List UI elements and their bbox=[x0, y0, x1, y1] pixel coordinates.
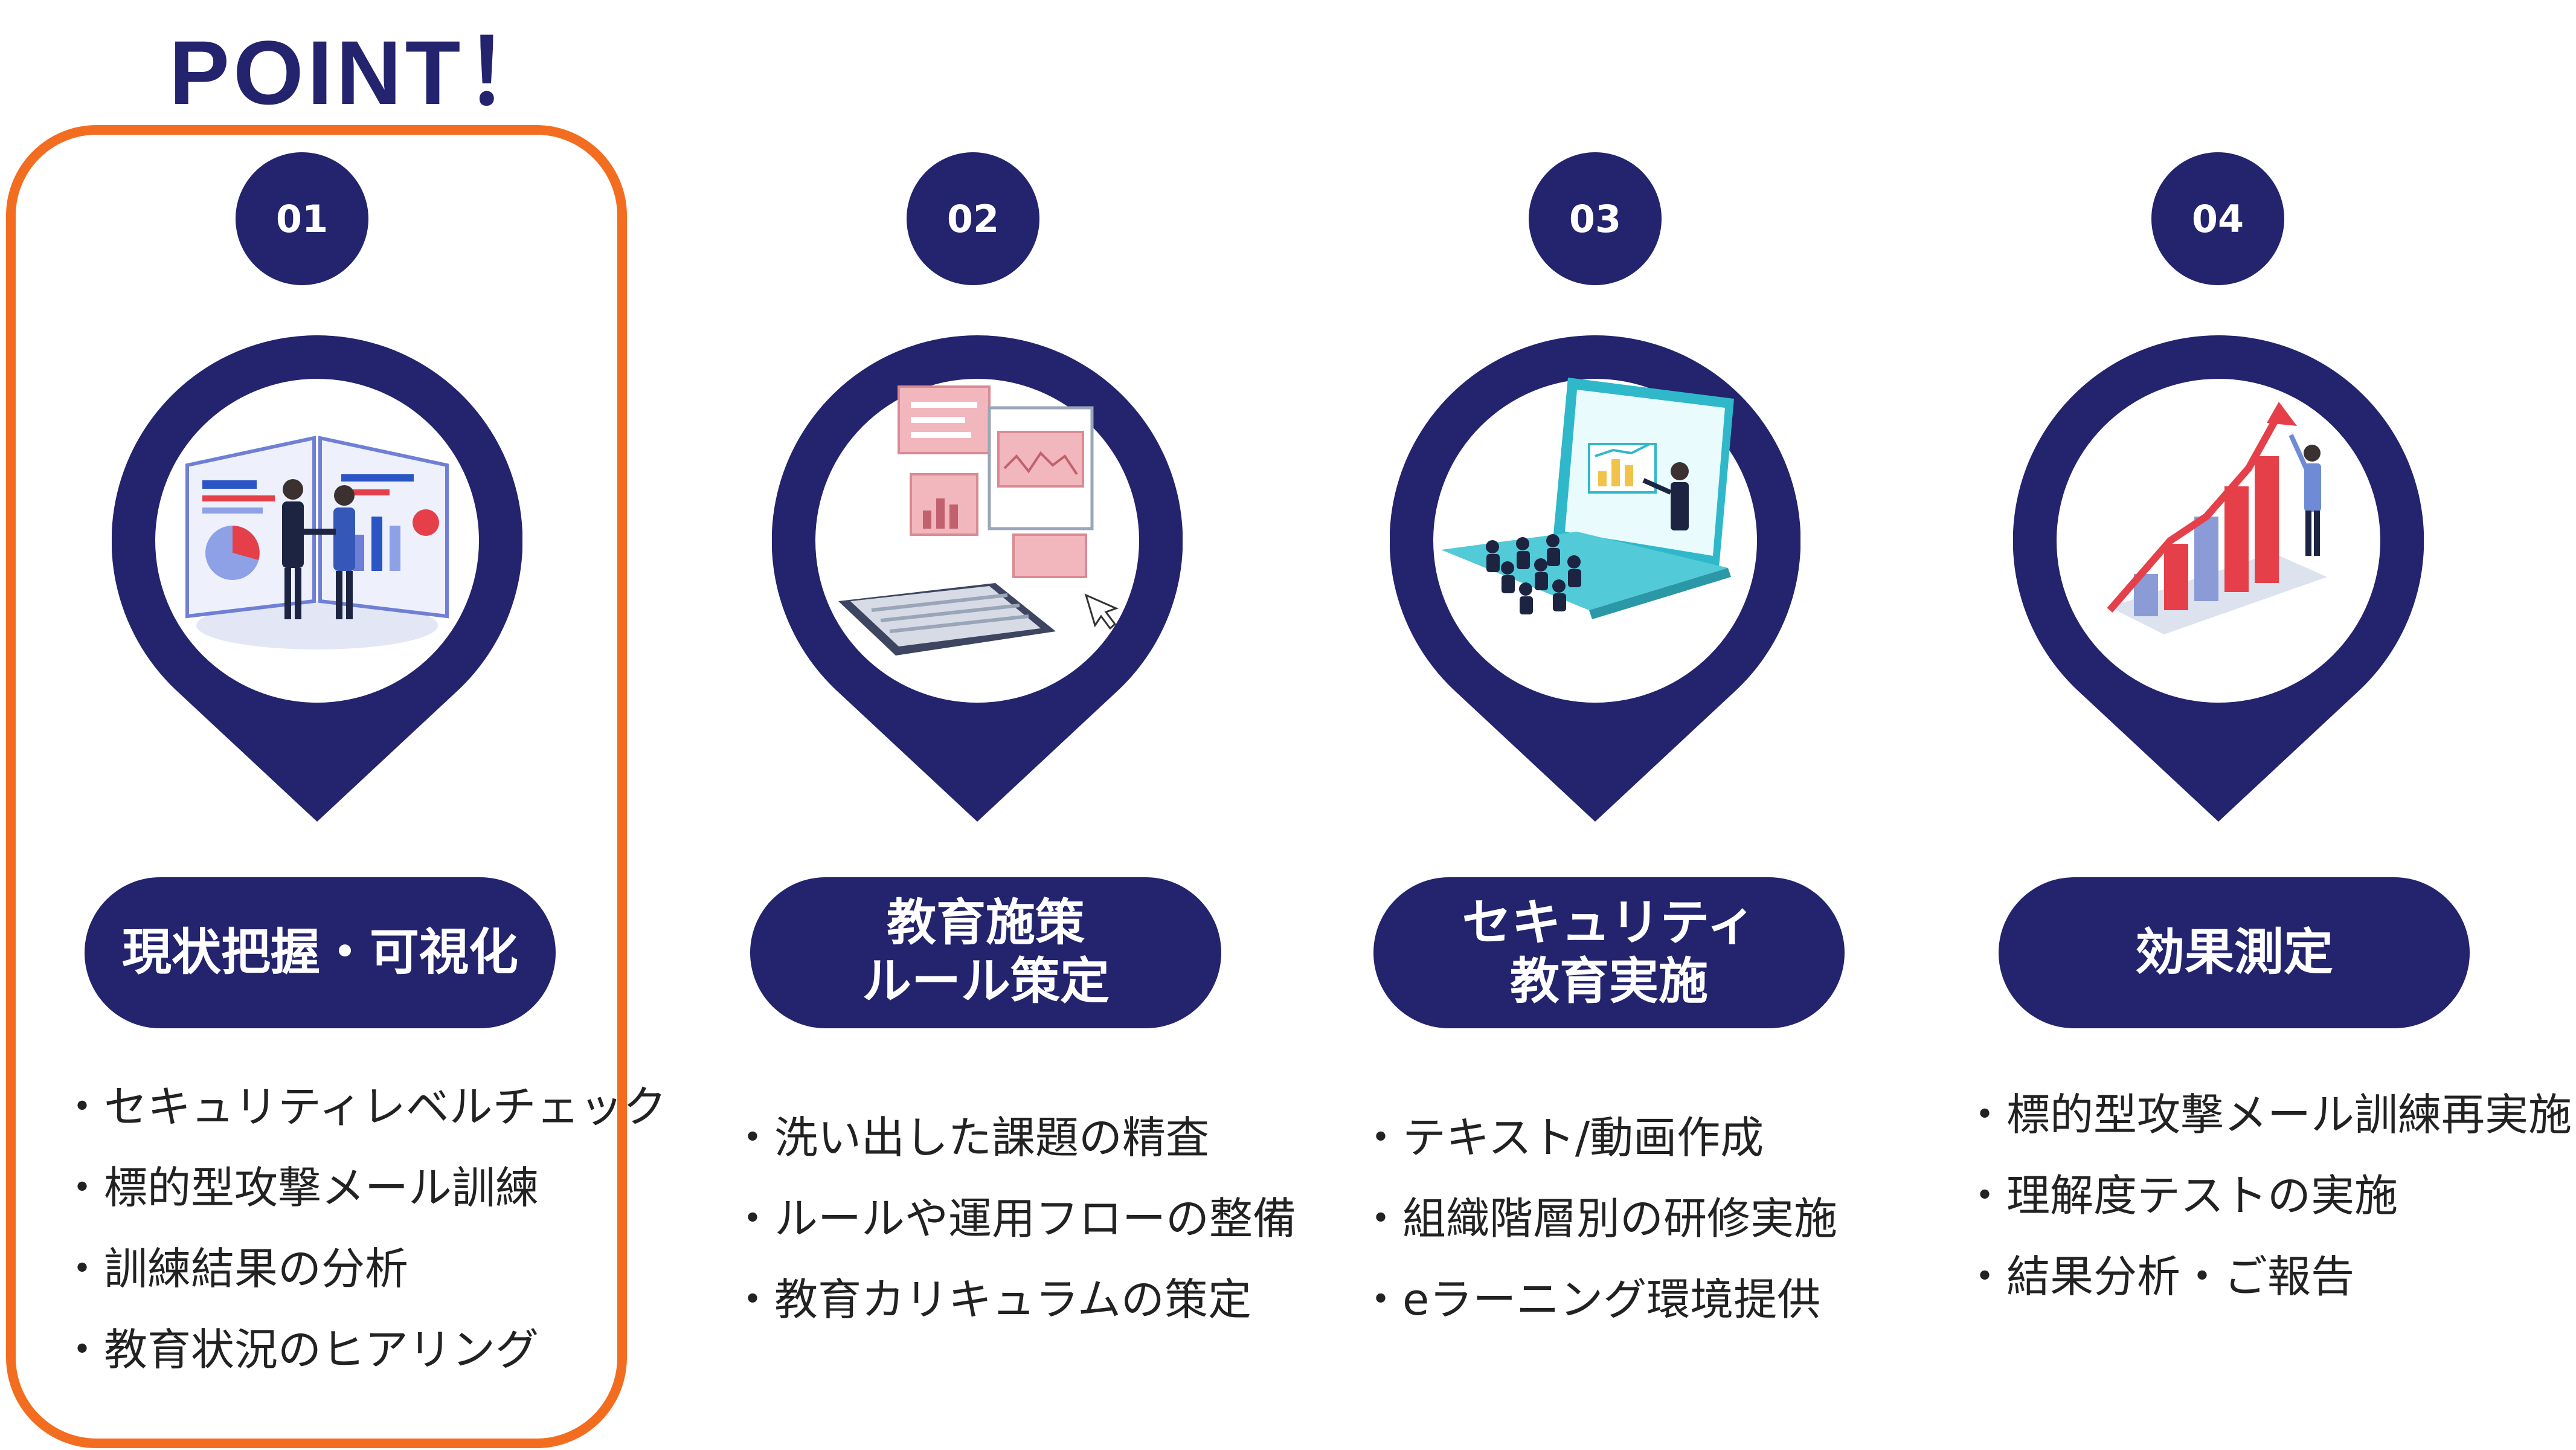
step-title-line: 現状把握・可視化 bbox=[121, 923, 518, 981]
location-pin-icon bbox=[772, 335, 1183, 831]
point-label: POINT！ bbox=[169, 22, 559, 123]
bullet-item: ・理解度テストの実施 bbox=[1963, 1170, 2398, 1221]
step-title-line: 教育施策 bbox=[886, 894, 1085, 952]
step-bullet-list: ・洗い出した課題の精査 ・ルールや運用フローの整備 ・教育カリキュラムの策定 bbox=[731, 1097, 1296, 1340]
step-number-badge: 03 bbox=[1529, 152, 1662, 285]
business-meeting-dashboard-illustration bbox=[185, 436, 449, 649]
location-pin-icon bbox=[112, 335, 522, 831]
bullet-item: ・セキュリティレベルチェック bbox=[60, 1081, 667, 1132]
step-number-badge: 04 bbox=[2151, 152, 2284, 285]
step-bullet-list: ・標的型攻撃メール訓練再実施 ・理解度テストの実施 ・結果分析・ご報告 bbox=[1963, 1074, 2572, 1317]
point-highlight-frame bbox=[6, 125, 627, 1448]
step-01: 01 bbox=[0, 0, 667, 1450]
bullet-item: ・テキスト/動画作成 bbox=[1359, 1112, 1764, 1163]
bullet-item: ・標的型攻撃メール訓練再実施 bbox=[1963, 1089, 2572, 1140]
step-title-pill: 教育施策 ルール策定 bbox=[750, 877, 1221, 1028]
bullet-item: ・教育状況のヒアリング bbox=[60, 1324, 539, 1375]
growth-bar-chart-illustration bbox=[2107, 402, 2327, 634]
bullet-item: ・標的型攻撃メール訓練 bbox=[60, 1162, 539, 1213]
laptop-classroom-presentation-illustration bbox=[1441, 378, 1734, 619]
step-number-badge: 02 bbox=[907, 152, 1039, 285]
bullet-item: ・洗い出した課題の精査 bbox=[731, 1112, 1210, 1163]
location-pin-icon bbox=[1390, 335, 1800, 831]
step-title-line: ルール策定 bbox=[861, 953, 1110, 1010]
location-pin-icon bbox=[2013, 335, 2424, 831]
step-title-line: 教育実施 bbox=[1509, 953, 1708, 1010]
bullet-item: ・組織階層別の研修実施 bbox=[1359, 1193, 1838, 1244]
step-title-pill: 効果測定 bbox=[1999, 877, 2470, 1028]
step-04: 04 効果測定 ・標的型攻撃メール訓練再実施 bbox=[1897, 0, 2572, 1450]
step-title-line: セキュリティ bbox=[1462, 894, 1756, 952]
step-bullet-list: ・セキュリティレベルチェック ・標的型攻撃メール訓練 ・訓練結果の分析 ・教育状… bbox=[60, 1066, 667, 1390]
bullet-item: ・ルールや運用フローの整備 bbox=[731, 1193, 1297, 1244]
bullet-item: ・訓練結果の分析 bbox=[60, 1243, 409, 1294]
keyboard-documents-planning-illustration bbox=[838, 385, 1119, 656]
step-title-pill: 現状把握・可視化 bbox=[85, 877, 556, 1028]
step-title-line: 効果測定 bbox=[2134, 923, 2333, 981]
step-title-pill: セキュリティ 教育実施 bbox=[1373, 877, 1845, 1028]
step-number-badge: 01 bbox=[236, 152, 368, 285]
bullet-item: ・eラーニング環境提供 bbox=[1359, 1274, 1821, 1325]
step-02: 02 bbox=[646, 0, 1296, 1450]
step-03: 03 bbox=[1274, 0, 1909, 1450]
bullet-item: ・結果分析・ご報告 bbox=[1963, 1251, 2355, 1302]
step-bullet-list: ・テキスト/動画作成 ・組織階層別の研修実施 ・eラーニング環境提供 bbox=[1359, 1097, 1837, 1340]
bullet-item: ・教育カリキュラムの策定 bbox=[731, 1274, 1251, 1325]
